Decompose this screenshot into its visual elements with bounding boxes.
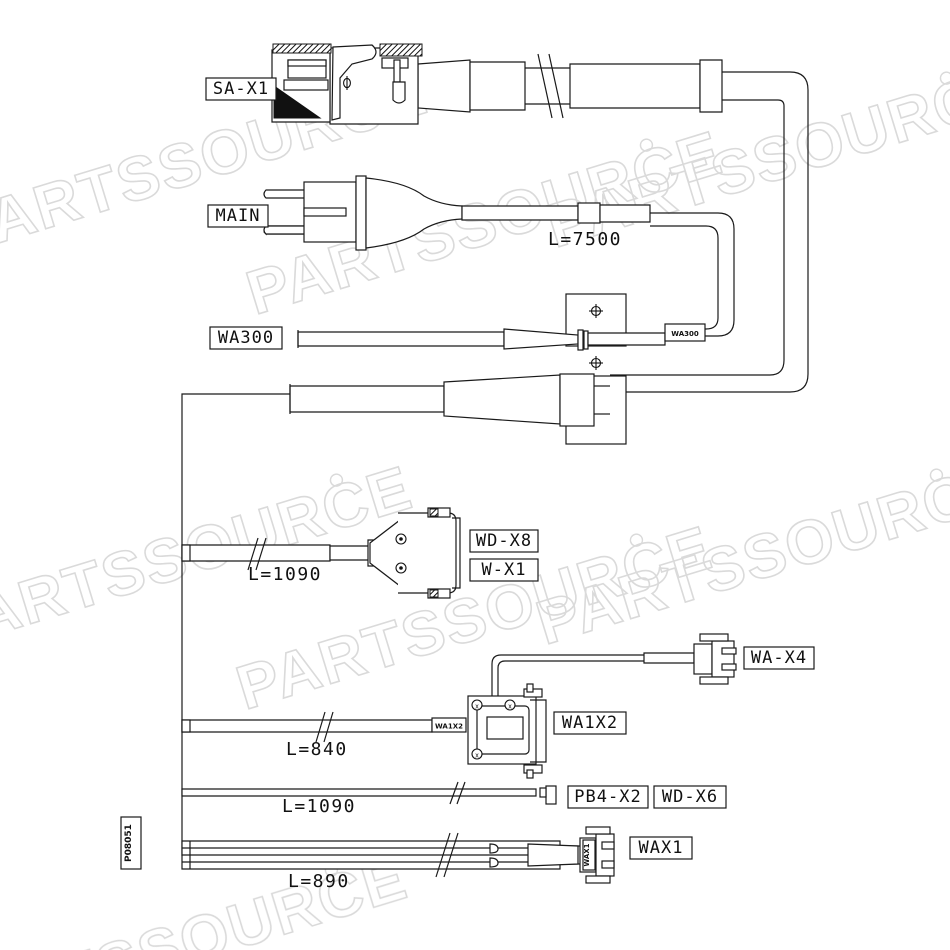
harness-left-trunk: [181, 393, 290, 856]
label-pb4-x2[interactable]: PB4-X2: [567, 785, 649, 809]
label-sa-x1-text: SA-X1: [213, 79, 269, 99]
inline-tag-wax1: WAX1: [582, 839, 596, 871]
svg-text:x: x: [475, 753, 479, 760]
length-l890: L=890: [288, 871, 350, 892]
svg-text:x: x: [475, 704, 479, 711]
label-wd-x8[interactable]: WD-X8: [469, 529, 539, 553]
callout-labels: SA-X1 MAIN WA300 WD-X8 W-X1 WA-X4 WA1X2: [120, 77, 815, 870]
label-wax1-text: WAX1: [639, 838, 684, 858]
label-wa300-text: WA300: [218, 328, 274, 348]
label-wa-x4[interactable]: WA-X4: [743, 646, 815, 670]
harness-routing: [610, 71, 809, 393]
label-main-text: MAIN: [216, 206, 261, 226]
inline-tag-label: WAX1: [583, 843, 591, 866]
jackscrew-icon: [395, 533, 407, 574]
label-main[interactable]: MAIN: [207, 204, 269, 228]
branch-wa300: [289, 293, 666, 445]
label-wd-x6[interactable]: WD-X6: [653, 785, 727, 809]
screw-icon: [589, 304, 603, 318]
inline-tag-wa300: WA300: [664, 323, 706, 342]
length-l7500: L=7500: [548, 229, 622, 250]
label-pb4-x2-text: PB4-X2: [574, 787, 641, 807]
screw-icon: [589, 356, 603, 370]
diameter-symbol: [343, 76, 351, 90]
length-l1090-a: L=1090: [248, 564, 322, 585]
label-sa-x1[interactable]: SA-X1: [205, 77, 277, 101]
label-wax1[interactable]: WAX1: [629, 836, 693, 860]
length-annotations: L=7500 L=1090 L=840 L=1090 L=890: [248, 229, 622, 892]
branch-main: [263, 175, 651, 251]
label-wa1x2-text: WA1X2: [562, 713, 618, 733]
screw-icon: x x x: [471, 699, 516, 760]
length-l840: L=840: [286, 739, 348, 760]
length-l1090-b: L=1090: [282, 796, 356, 817]
inline-tag-wa1x2: WA1X2: [431, 717, 467, 733]
svg-text:x: x: [508, 704, 512, 711]
inline-tags: WA300 WA1X2 WAX1: [431, 323, 706, 871]
branch-wd-x8: [181, 507, 461, 599]
label-wd-x6-text: WD-X6: [662, 787, 718, 807]
label-drawing-number-text: P08051: [124, 824, 134, 862]
label-wa-x4-text: WA-X4: [751, 648, 807, 668]
label-w-x1-text: W-X1: [482, 560, 527, 580]
inline-tag-label: WA300: [671, 330, 699, 338]
label-wd-x8-text: WD-X8: [476, 531, 532, 551]
branch-wax1: [181, 826, 615, 884]
label-w-x1[interactable]: W-X1: [469, 558, 539, 582]
label-wa1x2[interactable]: WA1X2: [553, 711, 627, 735]
branch-sa-x1: [271, 43, 723, 125]
label-drawing-number[interactable]: P08051: [120, 816, 142, 870]
label-wa300[interactable]: WA300: [209, 326, 283, 350]
branch-pb4-x2: [181, 781, 557, 805]
inline-tag-label: WA1X2: [435, 723, 463, 731]
branch-wa1x2: x x x: [181, 633, 737, 779]
